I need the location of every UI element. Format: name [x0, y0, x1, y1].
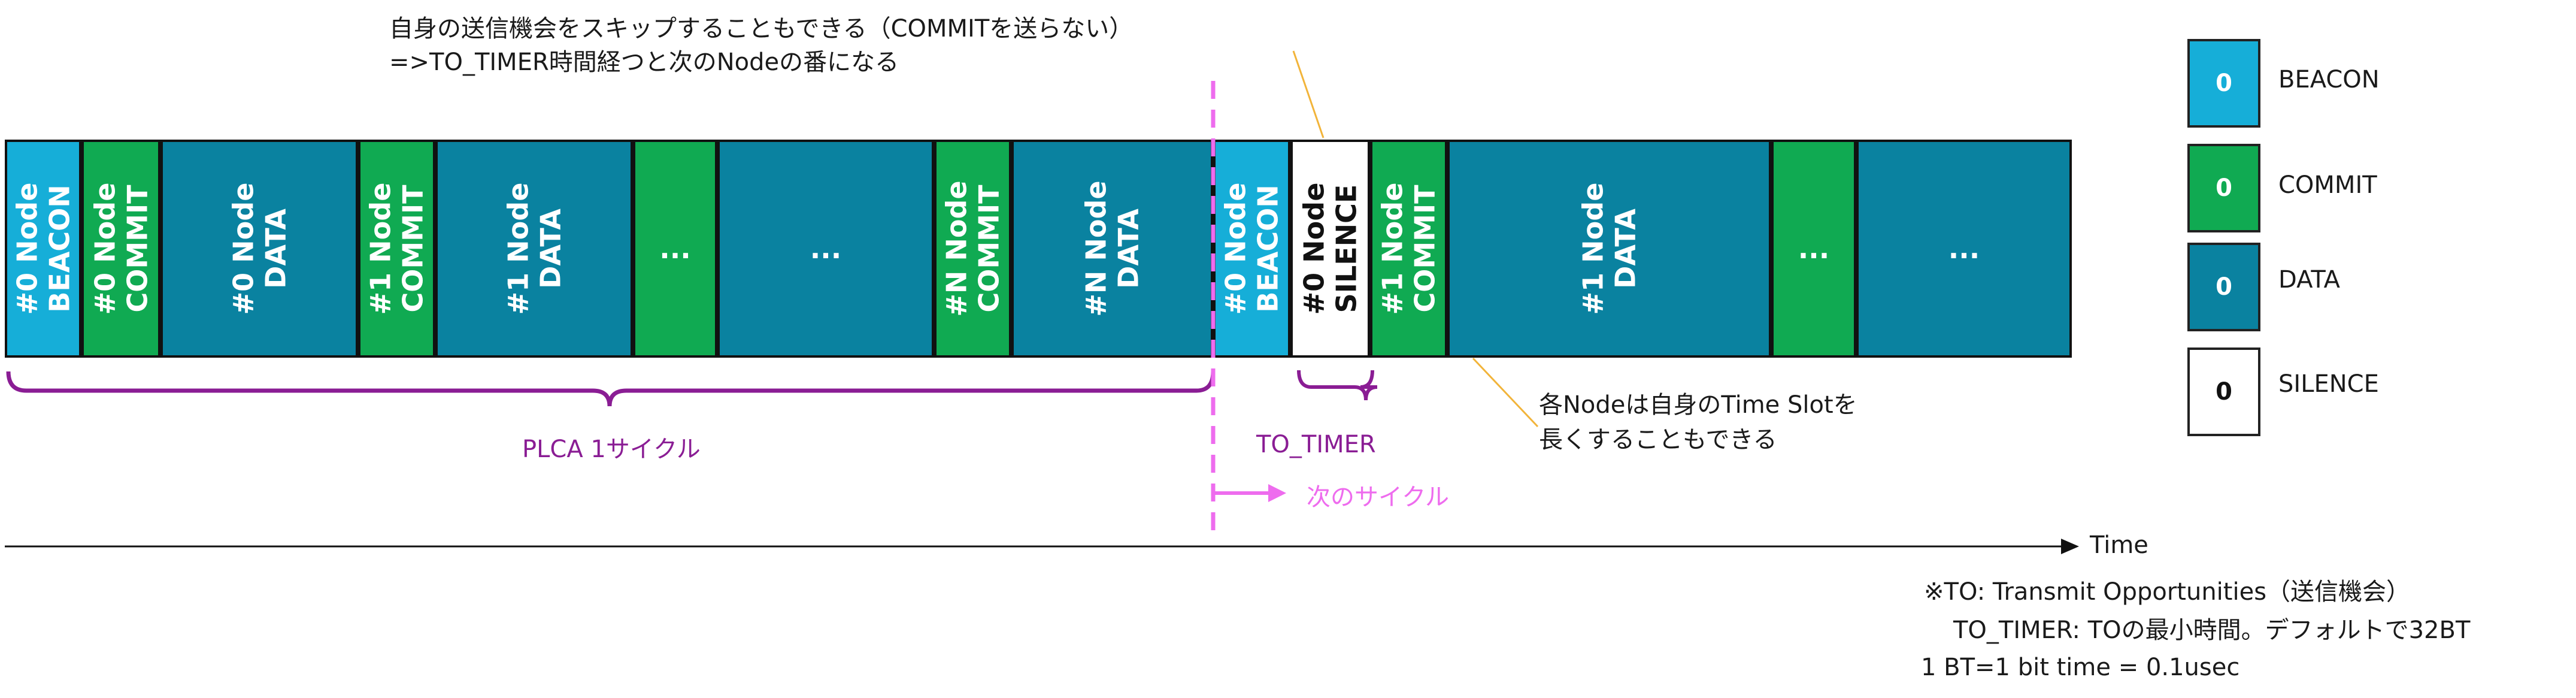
slot-label: ...	[659, 232, 691, 265]
legend-label-data: DATA	[2278, 266, 2341, 294]
slot-1-commit: #0 Node COMMIT	[81, 140, 160, 358]
legend-swatch-silence: 0	[2187, 348, 2260, 436]
to-timer-label: TO_TIMER	[1256, 431, 1376, 458]
slot-label: ...	[1798, 232, 1830, 265]
slot-13-commit: ...	[1771, 140, 1856, 358]
slot-11-commit: #1 Node COMMIT	[1370, 140, 1447, 358]
skip-note-line2: =>TO_TIMER時間経つと次のNodeの番になる	[389, 49, 899, 76]
slot-label: ...	[810, 232, 842, 265]
slot-2-data: #0 Node DATA	[160, 140, 358, 358]
legend-label-silence: SILENCE	[2278, 370, 2379, 398]
to-timer-bracket	[1297, 370, 1378, 401]
slot-8-data: #N Node DATA	[1011, 140, 1213, 358]
time-axis-arrowhead	[2061, 539, 2079, 554]
legend-label-beacon: BEACON	[2278, 66, 2380, 93]
slot-4-data: #1 Node DATA	[435, 140, 633, 358]
slot-3-commit: #1 Node COMMIT	[358, 140, 435, 358]
footnote-line2: TO_TIMER: TOの最小時間。デフォルトで32BT	[1953, 617, 2471, 644]
slot-6-data: ...	[717, 140, 934, 358]
slot-10-silence: #0 Node SILENCE	[1290, 140, 1370, 358]
skip-note-line1: 自身の送信機会をスキップすることもできる（COMMITを送らない）	[389, 15, 1134, 43]
legend-label-commit: COMMIT	[2278, 171, 2377, 199]
slot-label: ...	[1948, 232, 1980, 265]
time-axis-label: Time	[2090, 531, 2148, 559]
legend-swatch-data: 0	[2187, 243, 2260, 331]
skip-callout-line	[1292, 50, 1325, 138]
legend-swatch-commit: 0	[2187, 144, 2260, 232]
legend-swatch-beacon: 0	[2187, 39, 2260, 128]
extend-callout-line	[1472, 357, 1539, 428]
extend-note-line1: 各Nodeは自身のTime Slotを	[1539, 391, 1857, 419]
footnote-line1: ※TO: Transmit Opportunities（送信機会）	[1924, 578, 2411, 606]
slot-0-beacon: #0 Node BEACON	[5, 140, 81, 358]
next-cycle-label: 次のサイクル	[1307, 484, 1449, 511]
slot-9-beacon: #0 Node BEACON	[1213, 140, 1290, 358]
plca-cycle-label: PLCA 1サイクル	[522, 436, 701, 463]
extend-note-line2: 長くすることもできる	[1539, 426, 1777, 454]
slot-14-data: ...	[1856, 140, 2072, 358]
slot-7-commit: #N Node COMMIT	[934, 140, 1011, 358]
next-cycle-arrowhead	[1268, 484, 1286, 502]
plca-cycle-bracket	[6, 371, 1216, 407]
slot-5-commit: ...	[633, 140, 717, 358]
footnote-line3: 1 BT=1 bit time = 0.1usec	[1921, 654, 2240, 681]
slot-12-data: #1 Node DATA	[1447, 140, 1771, 358]
